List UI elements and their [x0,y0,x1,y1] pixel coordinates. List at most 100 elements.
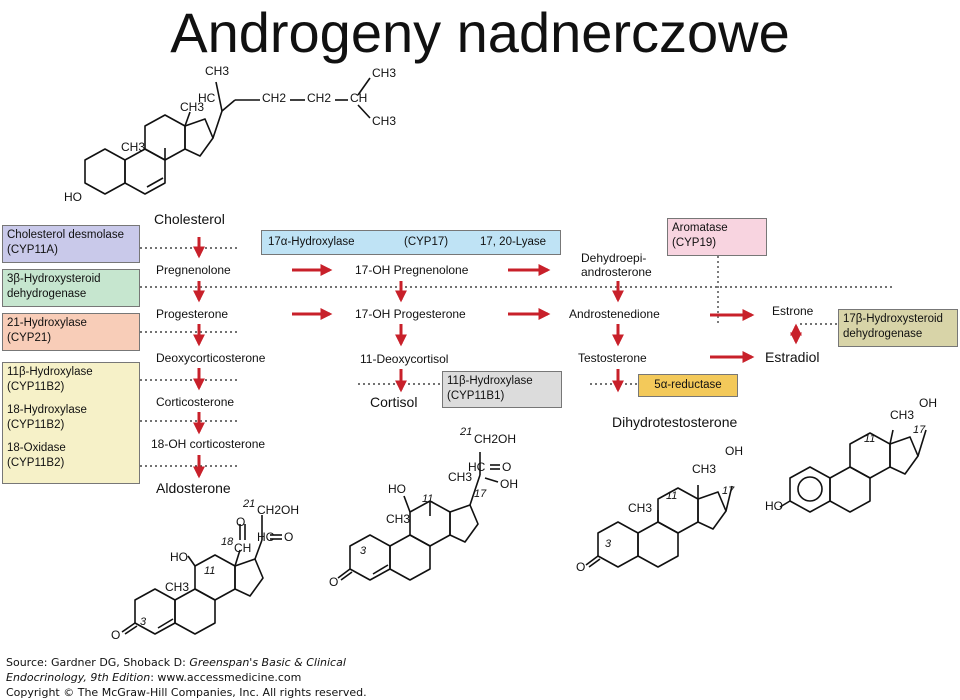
cortisol-o-20: O [502,460,512,474]
enzyme-cyp11b2-group: 11β-Hydroxylase (CYP11B2) 18-Hydroxylase… [2,362,140,484]
enzyme-label: 11β-Hydroxylase [7,366,93,378]
aldosterone-11: 11 [204,565,216,577]
footer-book-title: Greenspan's Basic & Clinical [189,656,346,669]
enzyme-label: (CYP11B2) [7,418,65,431]
compound-cholesterol: Cholesterol [154,211,225,227]
aldosterone-hc: HC [257,530,275,544]
compound-deoxycorticosterone: Deoxycorticosterone [156,351,266,365]
compound-estradiol: Estradiol [765,349,820,365]
estradiol-ho: HO [765,499,783,513]
dht-o-3: O [576,560,586,574]
cortisol-structure [337,452,500,581]
cholesterol-ch3-ring-d: CH3 [180,100,205,114]
aldosterone-o-3: O [111,628,121,642]
enzyme-3b-hsd: 3β-Hydroxysteroid dehydrogenase [2,269,140,307]
dihydrotestosterone-structure [585,485,733,568]
enzyme-label: 18-Oxidase [7,442,66,454]
enzyme-label: 17β-Hydroxysteroid [843,313,943,325]
cholesterol-structure [84,77,371,195]
estradiol-11: 11 [864,433,876,445]
cholesterol-ch3-ring-b: CH3 [121,140,146,154]
aldosterone-ch: CH [234,541,252,555]
estradiol-17: 17 [913,424,926,436]
dht-3: 3 [605,538,612,550]
aldosterone-o-21: O [284,530,294,544]
cortisol-3: 3 [360,545,367,557]
enzyme-label: 11β-Hydroxylase [447,375,533,387]
cortisol-ch3: CH3 [448,470,473,484]
enzyme-label: (CYP11B2) [7,456,65,469]
enzyme-17b-hsd: 17β-Hydroxysteroid dehydrogenase [838,309,958,347]
footer-source-prefix: Source: Gardner DG, Shoback D: [6,656,190,669]
footer-copyright: Copyright © The McGraw-Hill Companies, I… [6,686,367,699]
dht-ch3-10: CH3 [628,501,653,515]
estradiol-ch3: CH3 [890,408,915,422]
cortisol-21: 21 [460,426,473,438]
estradiol-structure [779,429,927,513]
enzyme-label: (CYP11B2) [7,380,65,393]
footer-line-2: Endocrinology, 9th Edition: www.accessme… [6,670,367,685]
cortisol-ho: HO [388,482,406,496]
aldosterone-o-18: O [236,515,246,529]
compound-estrone: Estrone [772,304,814,318]
cholesterol-ch2-a: CH2 [262,91,287,105]
enzyme-label: 3β-Hydroxysteroid [7,273,101,285]
cortisol-17: 17 [474,488,487,500]
enzyme-label: dehydrogenase [7,288,87,300]
compound-cortisol: Cortisol [370,394,418,410]
enzyme-label: Aromatase [672,222,728,234]
cholesterol-ch2-b: CH2 [307,91,332,105]
footer-website: : www.accessmedicine.com [150,671,302,684]
compound-dhea-line1: Dehydroepi- [581,251,647,265]
aldosterone-3: 3 [140,616,147,628]
estradiol-oh: OH [919,396,937,410]
enzyme-label: Cholesterol desmolase [7,229,124,241]
compound-11-deoxycortisol: 11-Deoxycortisol [360,352,449,366]
cortisol-ch3-ring: CH3 [386,512,411,526]
steroid-structures [84,77,927,635]
source-footer: Source: Gardner DG, Shoback D: Greenspan… [6,655,367,700]
enzyme-label: 18-Hydroxylase [7,404,87,416]
compound-18oh-corticosterone: 18-OH corticosterone [151,437,266,451]
cortisol-o-3: O [329,575,339,589]
aldosterone-21: 21 [243,498,256,510]
reaction-arrows [193,237,755,479]
compound-testosterone: Testosterone [578,351,647,365]
cholesterol-ch3-right-bottom: CH3 [372,114,397,128]
slide-title: Androgeny nadnerczowe [170,1,790,64]
enzyme-cholesterol-desmolase: Cholesterol desmolase (CYP11A) [2,225,140,263]
compound-androstenedione: Androstenedione [569,307,660,321]
cholesterol-ch: CH [350,91,368,105]
enzyme-21-hydroxylase: 21-Hydroxylase (CYP21) [2,313,140,351]
cholesterol-ho: HO [64,190,82,204]
aldosterone-ch3: CH3 [165,580,190,594]
enzyme-cyp17: 17α-Hydroxylase (CYP17) 17, 20-Lyase [261,230,561,255]
cortisol-oh: OH [500,477,518,491]
compound-progesterone: Progesterone [156,307,229,321]
enzyme-label: (CYP21) [7,332,52,344]
compound-pregnenolone: Pregnenolone [156,263,231,277]
cholesterol-hc: HC [198,91,216,105]
cortisol-hc: HC [468,460,486,474]
compound-17oh-progesterone: 17-OH Progesterone [355,307,466,321]
aldosterone-ch2oh: CH2OH [257,503,300,517]
footer-edition: Endocrinology, 9th Edition [6,671,151,684]
compound-17oh-pregnenolone: 17-OH Pregnenolone [355,263,469,277]
enzyme-label: 17α-Hydroxylase [268,236,355,248]
compound-corticosterone: Corticosterone [156,395,235,409]
enzyme-label: dehydrogenase [843,328,923,340]
aldosterone-ho: HO [170,550,188,564]
enzyme-label: 17, 20-Lyase [480,236,547,248]
enzyme-label: (CYP11B1) [447,390,505,402]
enzyme-label: (CYP19) [672,237,717,249]
dht-oh: OH [725,444,743,458]
enzyme-label: (CYP11A) [7,244,58,256]
cortisol-ch2oh: CH2OH [474,432,517,446]
enzyme-aromatase: Aromatase (CYP19) [667,218,767,256]
dht-ch3-17: CH3 [692,462,717,476]
cholesterol-ch3-right-top: CH3 [372,66,397,80]
compound-dihydrotestosterone: Dihydrotestosterone [612,414,738,430]
compound-dhea-line2: androsterone [581,265,652,279]
enzyme-label: (CYP17) [404,236,449,248]
